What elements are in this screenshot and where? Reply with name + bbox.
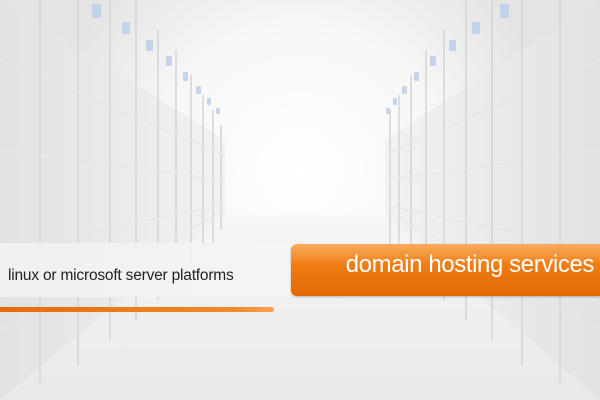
subtitle-text: linux or microsoft server platforms [8,267,234,284]
banner-title: domain hosting services [345,251,595,278]
title-banner: domain hosting services [291,244,600,296]
right-server-racks [384,0,600,400]
subtitle-underline [0,307,274,312]
left-server-racks [0,0,226,400]
